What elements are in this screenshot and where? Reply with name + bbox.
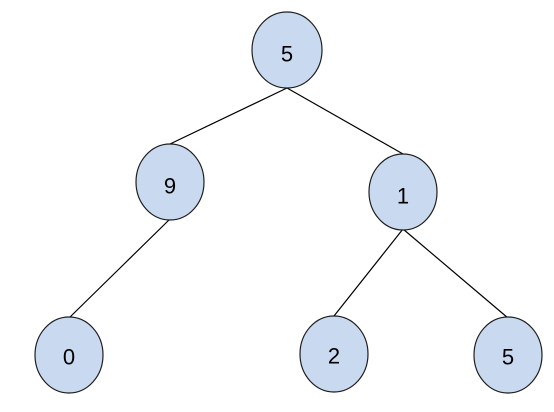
tree-node-right: 1 (368, 153, 438, 231)
node-label: 5 (281, 42, 293, 67)
tree-node-left: 9 (135, 143, 205, 221)
node-label: 1 (397, 184, 409, 209)
edge-left-left-left (68, 218, 171, 319)
node-label: 5 (502, 345, 514, 370)
edge-root-right (286, 87, 404, 155)
node-label: 9 (164, 174, 176, 199)
node-label: 2 (328, 344, 340, 369)
edge-right-right-right (402, 228, 509, 319)
node-label: 0 (63, 345, 75, 370)
tree-node-right-left: 2 (299, 315, 369, 393)
tree-node-left-left: 0 (34, 316, 104, 394)
tree-node-root: 5 (251, 11, 323, 89)
edge-root-left (169, 87, 288, 145)
tree-node-right-right: 5 (473, 316, 543, 394)
edge-right-right-left (333, 228, 404, 317)
